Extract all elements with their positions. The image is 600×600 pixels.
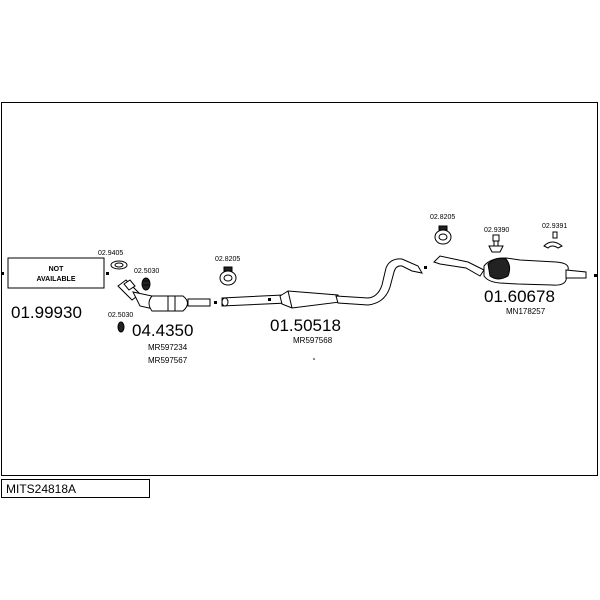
system-code-box: MITS24818A <box>1 479 150 498</box>
fitting-label-8205-left: 02.8205 <box>215 256 240 263</box>
middle-part-number: 01.50518 <box>270 316 341 335</box>
not-available-line-1: NOT <box>49 266 65 273</box>
spring-icon <box>117 321 125 333</box>
connector-dot <box>268 298 271 301</box>
not-available-box: NOT AVAILABLE <box>7 257 105 289</box>
hanger-icon <box>488 234 504 253</box>
system-code: MITS24818A <box>6 482 77 496</box>
catalyst-oem-2: MR597567 <box>148 356 188 365</box>
middle-silencer-icon <box>221 258 423 309</box>
gasket-icon <box>110 260 128 270</box>
rear-part-number: 01.60678 <box>484 287 555 306</box>
catalyst-part-number: 04.4350 <box>132 321 193 340</box>
dot-mark <box>313 358 315 360</box>
fitting-label-5030-upper: 02.5030 <box>134 268 159 275</box>
spring-icon <box>141 277 151 291</box>
fitting-label-9390: 02.9390 <box>484 227 509 234</box>
fitting-label-8205-right: 02.8205 <box>430 214 455 221</box>
fitting-label-5030-lower: 02.5030 <box>108 312 133 319</box>
connector-dot <box>106 272 109 275</box>
catalyst-oem-1: MR597234 <box>148 343 188 352</box>
clamp-icon <box>219 266 237 286</box>
catalyst-converter-icon <box>117 279 211 312</box>
connector-dot <box>1 272 4 275</box>
clamp-icon <box>434 225 452 245</box>
fitting-label-9391: 02.9391 <box>542 223 567 230</box>
diagram-frame <box>1 102 598 476</box>
rubber-mount-icon <box>543 231 563 249</box>
middle-oem: MR597568 <box>293 336 333 345</box>
not-available-line-2: AVAILABLE <box>36 276 75 283</box>
rear-silencer-icon <box>433 255 587 286</box>
connector-dot <box>214 301 217 304</box>
rear-oem: MN178257 <box>506 307 546 316</box>
connector-dot <box>424 266 427 269</box>
manifold-part-number: 01.99930 <box>11 303 82 322</box>
connector-dot <box>594 274 597 277</box>
fitting-label-9405: 02.9405 <box>98 250 123 257</box>
